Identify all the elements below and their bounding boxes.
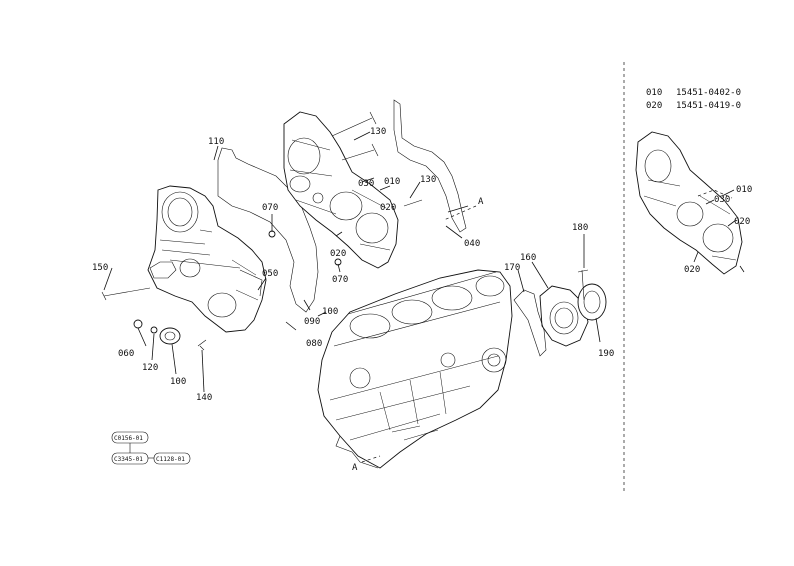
callout-070-left: 070 bbox=[262, 203, 278, 213]
inset-callout-030: 030 bbox=[714, 195, 730, 205]
legend-partno-010: 15451-0402-0 bbox=[676, 88, 741, 98]
callout-010: 010 bbox=[384, 177, 400, 187]
callout-140: 140 bbox=[196, 393, 212, 403]
inset-callout-020-right: 020 bbox=[734, 217, 750, 227]
callout-160: 160 bbox=[520, 253, 536, 263]
section-marker-bottom: A bbox=[352, 463, 358, 473]
gear-case-gasket bbox=[217, 147, 319, 313]
stud-180 bbox=[577, 269, 589, 301]
callout-150: 150 bbox=[92, 263, 108, 273]
front-plate-gasket bbox=[393, 99, 467, 233]
inset-callout-020-bottom: 020 bbox=[684, 265, 700, 275]
bolt-150 bbox=[101, 287, 151, 301]
inset-callout-010: 010 bbox=[736, 185, 752, 195]
rear-gasket bbox=[513, 289, 547, 357]
front-plate bbox=[283, 111, 399, 269]
callout-030: 030 bbox=[358, 179, 374, 189]
legend-code-010: 010 bbox=[646, 88, 662, 98]
callout-020-top: 020 bbox=[380, 203, 396, 213]
bolt-130-a bbox=[331, 111, 377, 137]
bolt-130-c bbox=[403, 199, 423, 207]
front-oil-seal bbox=[159, 327, 181, 345]
leader-lines bbox=[103, 131, 601, 393]
ref-box-1: C0156-01 bbox=[114, 435, 143, 442]
callout-090: 090 bbox=[304, 317, 320, 327]
rear-seal-case bbox=[539, 285, 589, 347]
callout-100-mid: 100 bbox=[322, 307, 338, 317]
callout-080: 080 bbox=[306, 339, 322, 349]
reference-boxes: C0156-01 C3345-01 C1128-01 bbox=[111, 431, 191, 465]
parts-legend: 010 15451-0402-0 020 15451-0419-0 bbox=[646, 88, 741, 111]
ref-box-2: C3345-01 bbox=[114, 456, 143, 463]
callout-130-right: 130 bbox=[420, 175, 436, 185]
oil-seal bbox=[577, 283, 607, 321]
bolt-140 bbox=[197, 339, 207, 351]
callout-070-mid: 070 bbox=[332, 275, 348, 285]
inset-leaders bbox=[693, 189, 745, 273]
callout-020-mid: 020 bbox=[330, 249, 346, 259]
washer-120 bbox=[150, 326, 158, 334]
callout-100-left: 100 bbox=[170, 377, 186, 387]
callout-040: 040 bbox=[464, 239, 480, 249]
legend-partno-020: 15451-0419-0 bbox=[676, 101, 741, 111]
plug-060 bbox=[133, 319, 143, 329]
callout-110: 110 bbox=[208, 137, 224, 147]
callout-170: 170 bbox=[504, 263, 520, 273]
legend-code-020: 020 bbox=[646, 101, 662, 111]
cylinder-block bbox=[317, 269, 513, 469]
callout-180: 180 bbox=[572, 223, 588, 233]
ref-box-3: C1128-01 bbox=[156, 456, 185, 463]
bolt-130-b bbox=[341, 143, 379, 161]
callout-050: 050 bbox=[262, 269, 278, 279]
section-marker-top: A bbox=[478, 197, 484, 207]
callout-130-top: 130 bbox=[370, 127, 386, 137]
gear-case bbox=[147, 185, 267, 333]
callout-060: 060 bbox=[118, 349, 134, 359]
inset-front-plate bbox=[635, 131, 743, 275]
callout-120: 120 bbox=[142, 363, 158, 373]
callout-190: 190 bbox=[598, 349, 614, 359]
